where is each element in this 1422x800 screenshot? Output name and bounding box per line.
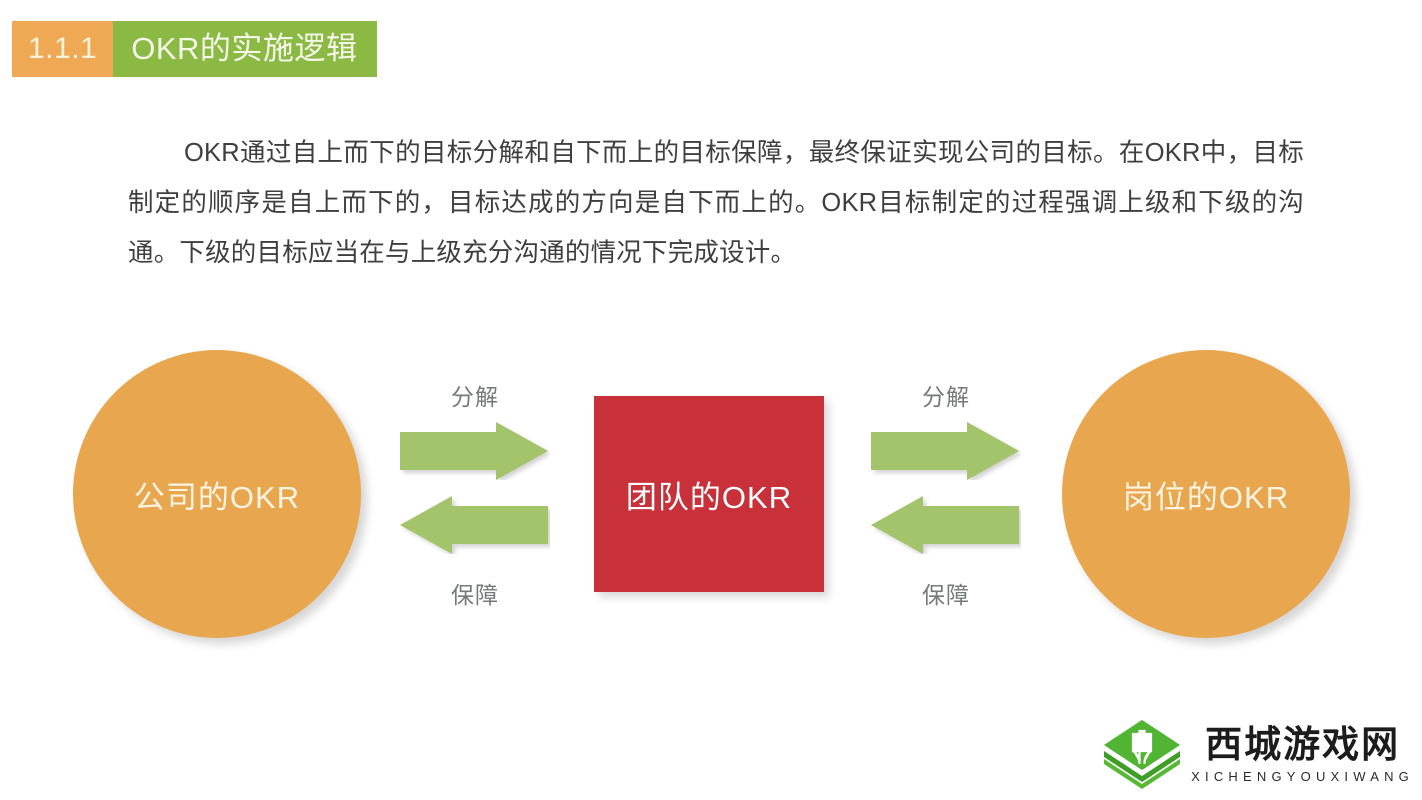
node-company-okr: 公司的OKR <box>73 350 361 638</box>
page-title: OKR的实施逻辑 <box>113 21 378 77</box>
node-position-okr: 岗位的OKR <box>1062 350 1350 638</box>
okr-flow-diagram: 公司的OKR 分解 保障 团队的OKR 分解 保障 岗位的OKR <box>0 330 1422 670</box>
connector-company-team-backward-label: 保障 <box>451 582 499 608</box>
arrow-right-icon <box>400 422 548 480</box>
watermark-site-name: 西城游戏网 <box>1205 723 1401 765</box>
header-section-number: 1.1.1 <box>12 21 114 77</box>
slide-header: 1.1.1 OKR的实施逻辑 <box>12 21 378 77</box>
site-watermark: 西城游戏网 XICHENGYOUXIWANG <box>1103 718 1414 790</box>
connector-team-position: 分解 保障 <box>866 378 1026 608</box>
node-team-okr: 团队的OKR <box>594 396 824 592</box>
green-layered-diamond-logo-icon <box>1104 720 1181 789</box>
watermark-site-pinyin: XICHENGYOUXIWANG <box>1191 768 1414 784</box>
connector-company-team: 分解 保障 <box>395 378 555 608</box>
node-company-okr-label: 公司的OKR <box>133 479 301 515</box>
watermark-text-block: 西城游戏网 XICHENGYOUXIWANG <box>1191 726 1414 783</box>
arrow-left-icon <box>400 496 548 554</box>
node-team-okr-label: 团队的OKR <box>625 479 793 515</box>
node-position-okr-label: 岗位的OKR <box>1122 479 1290 515</box>
connector-company-team-forward-label: 分解 <box>451 384 499 410</box>
connector-team-position-forward-label: 分解 <box>922 384 970 410</box>
body-paragraph: OKR通过自上而下的目标分解和自下而上的目标保障，最终保证实现公司的目标。在OK… <box>128 139 1304 267</box>
connector-team-position-backward-label: 保障 <box>922 582 970 608</box>
arrow-left-icon <box>871 496 1019 554</box>
arrow-right-icon <box>871 422 1019 480</box>
